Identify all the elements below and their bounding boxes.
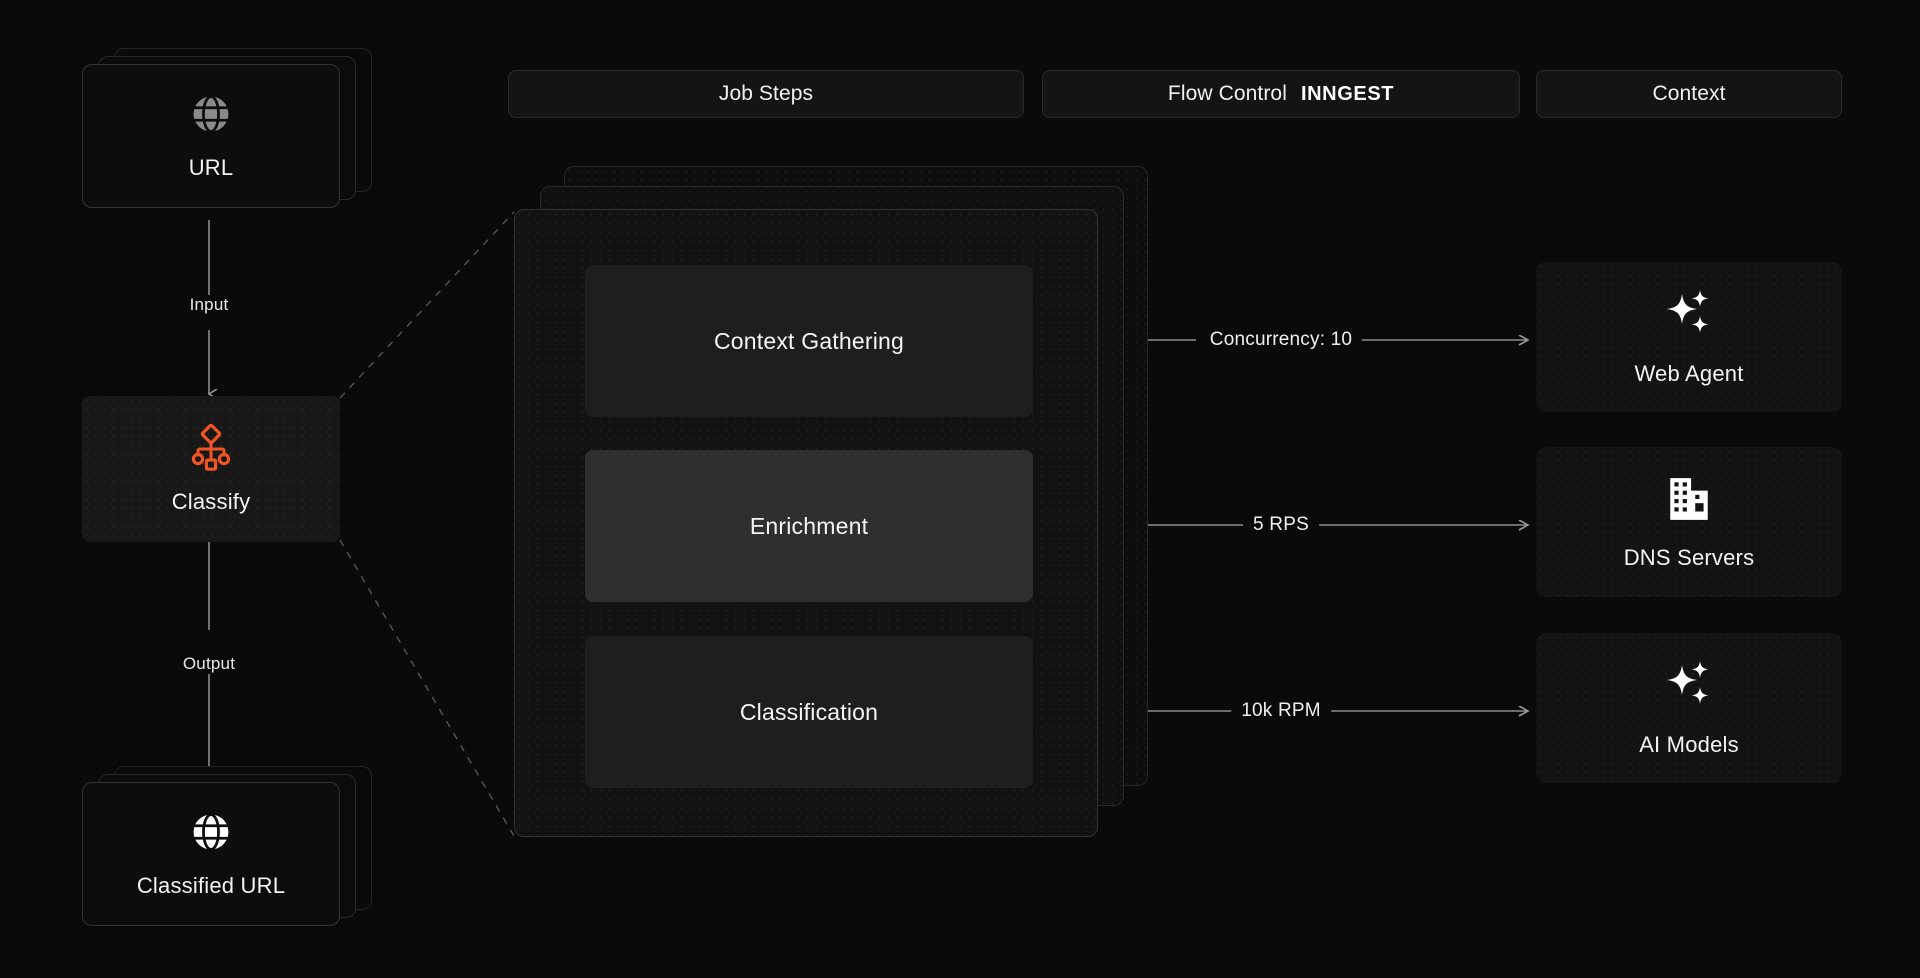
inngest-logo-wordmark: INNGEST — [1300, 82, 1395, 105]
node-classified-url-label: Classified URL — [136, 872, 286, 898]
tab-job-steps[interactable]: Job Steps — [508, 70, 1024, 118]
context-card-label: Web Agent — [1634, 360, 1744, 386]
node-url-card[interactable]: URL — [82, 64, 340, 208]
step-label: Enrichment — [749, 512, 869, 539]
tab-context[interactable]: Context — [1536, 70, 1842, 118]
step-box-context-gathering[interactable]: Context Gathering — [585, 265, 1033, 417]
tab-flow-control[interactable]: Flow Control INNGEST — [1042, 70, 1520, 118]
context-card-web-agent[interactable]: Web Agent — [1536, 262, 1842, 412]
node-classify-label: Classify — [171, 488, 251, 514]
globe-icon — [189, 92, 233, 141]
step-label: Context Gathering — [713, 327, 905, 354]
flow-control-label-rps: 5 RPS — [1243, 514, 1319, 536]
edge-label-output: Output — [176, 654, 242, 674]
tab-flow-control-label: Flow Control — [1167, 82, 1287, 105]
edge-label-input: Input — [183, 295, 235, 315]
sparkles-icon — [1662, 659, 1716, 716]
flow-control-label-concurrency: Concurrency: 10 — [1199, 329, 1363, 351]
workflow-icon — [187, 423, 235, 477]
building-icon — [1664, 474, 1714, 529]
tab-context-label: Context — [1652, 82, 1726, 105]
flow-control-label-rpm: 10k RPM — [1231, 700, 1331, 722]
job-steps-panel: Context Gathering Enrichment Classificat… — [514, 209, 1098, 837]
step-box-enrichment[interactable]: Enrichment — [585, 450, 1033, 602]
node-classified-url-card[interactable]: Classified URL — [82, 782, 340, 926]
tab-job-steps-label: Job Steps — [718, 82, 814, 105]
dashed-expander-top — [339, 211, 515, 399]
context-card-dns-servers[interactable]: DNS Servers — [1536, 447, 1842, 597]
node-classify[interactable]: Classify — [82, 396, 340, 542]
context-card-label: AI Models — [1639, 731, 1739, 757]
sparkles-icon — [1662, 288, 1716, 345]
step-box-classification[interactable]: Classification — [585, 636, 1033, 788]
context-card-ai-models[interactable]: AI Models — [1536, 633, 1842, 783]
context-card-label: DNS Servers — [1623, 544, 1755, 570]
node-classified-url-stack[interactable]: Classified URL — [82, 766, 374, 928]
node-url-label: URL — [188, 154, 234, 180]
step-label: Classification — [739, 698, 879, 725]
node-url-stack[interactable]: URL — [82, 48, 374, 210]
globe-icon — [189, 810, 233, 859]
